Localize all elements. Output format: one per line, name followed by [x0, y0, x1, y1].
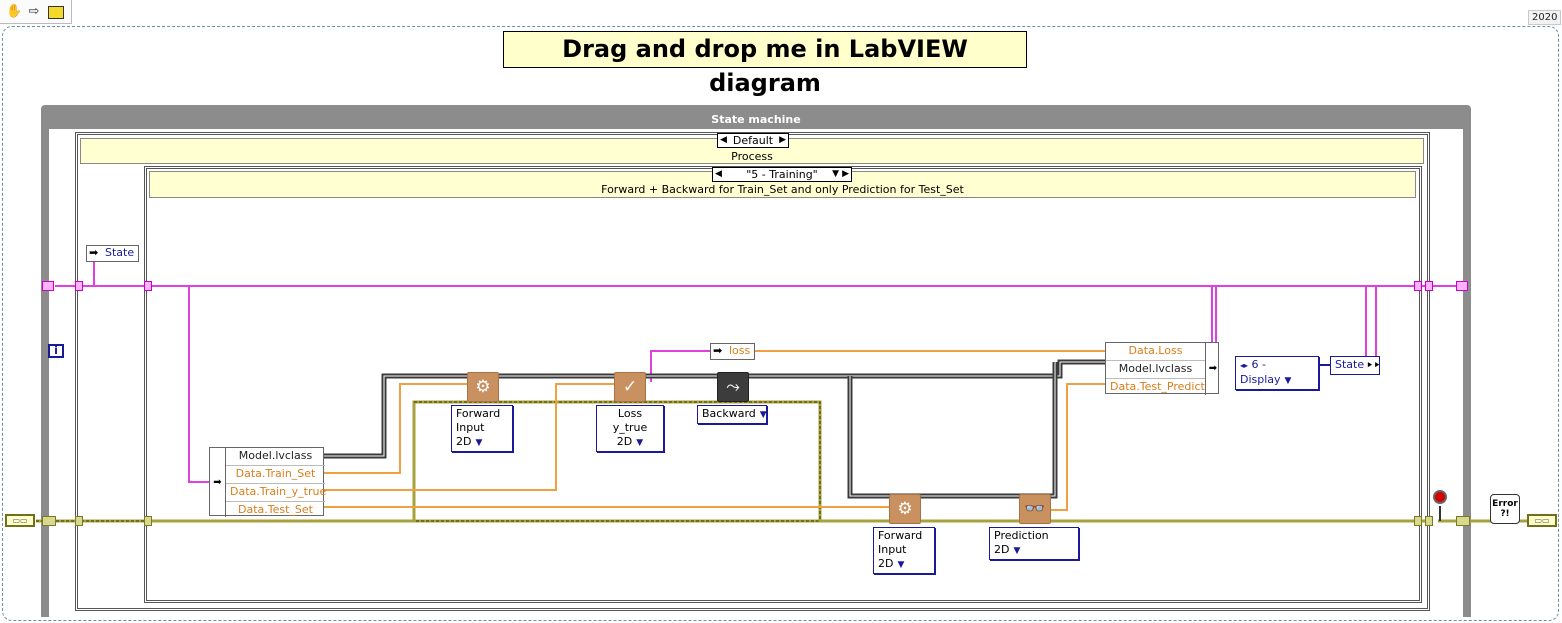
error-shift-register-left[interactable]	[42, 516, 56, 526]
iteration-terminal[interactable]: i	[48, 344, 64, 358]
error-tunnel-out-inner	[1414, 516, 1422, 526]
error-shift-register-right[interactable]	[1456, 516, 1470, 526]
next-state-enum[interactable]: ◂▸ 6 - Display▼	[1235, 356, 1319, 390]
forward-vi-icon[interactable]: ⚙	[467, 372, 499, 402]
bundle-output-arrow: ➡	[1205, 343, 1220, 395]
shift-register-left[interactable]	[42, 281, 54, 291]
unbundle-rows: Model.lvclass Data.Train_Set Data.Train_…	[226, 448, 326, 519]
state-write-label: State	[1335, 358, 1365, 371]
outer-case-selector[interactable]: ◀ Default ▶	[717, 133, 789, 148]
forward-label: Forward	[456, 407, 501, 420]
loss-ytrue-label: y_true 2D	[612, 421, 648, 448]
outer-case-label: Process	[731, 150, 773, 163]
unbundle-item[interactable]: Model.lvclass	[226, 448, 325, 466]
error-out-cluster[interactable]: ▭▭	[1527, 514, 1557, 527]
forward-test-input-2d-selector[interactable]: Forward Input 2D▼	[873, 527, 935, 574]
state-local-label: State	[105, 246, 135, 259]
forward-input-label: Input 2D	[878, 543, 907, 570]
arrow-icon[interactable]: ⇨	[28, 4, 40, 19]
loss-local-write[interactable]: ➡ loss	[710, 343, 756, 360]
next-case-icon[interactable]: ▶	[842, 169, 849, 179]
backward-selector[interactable]: Backward▼	[697, 405, 767, 424]
error-tunnel-inner	[144, 516, 152, 526]
bundle-by-name[interactable]: Data.Loss Model.lvclass Data.Test_Predic…	[1105, 342, 1220, 396]
loss-vi-icon[interactable]: ✓	[614, 372, 646, 402]
increment-icon[interactable]: ◂▸	[1240, 361, 1249, 370]
state-local-write[interactable]: State⯈⯈	[1330, 356, 1381, 375]
inner-case-selector[interactable]: ◀ "5 - Training" ▼ ▶	[712, 167, 852, 182]
snippet-frame	[2, 26, 1559, 621]
unbundle-item[interactable]: Data.Train_Set	[226, 466, 325, 484]
error-tunnel-outer	[75, 516, 83, 526]
dropdown-icon[interactable]: ▼	[832, 169, 839, 179]
shift-register-right[interactable]	[1456, 281, 1468, 291]
next-state-value: 6 - Display	[1240, 358, 1281, 386]
backward-vi-icon[interactable]: ⤳	[717, 372, 749, 402]
snippet-title: Drag and drop me in LabVIEW diagram	[503, 31, 1027, 97]
prev-case-icon[interactable]: ◀	[720, 135, 727, 145]
forward-label: Forward	[878, 529, 923, 542]
toolbar: ✋ ⇨	[0, 0, 72, 24]
enum-to-state-wire	[1319, 364, 1331, 366]
labview-icon[interactable]	[48, 6, 64, 19]
local-arrow-icon: ➡	[713, 344, 723, 357]
outer-case-selector-value: Default	[732, 134, 774, 147]
dropdown-icon: ▼	[1284, 376, 1292, 386]
unbundle-item[interactable]: Data.Test_Set	[238, 503, 313, 516]
state-tunnel-inner	[144, 281, 152, 291]
while-loop-title: State machine	[711, 113, 801, 126]
state-tunnel-out-outer	[1425, 281, 1433, 291]
forward-input-2d-selector[interactable]: Forward Input 2D▼	[451, 405, 513, 452]
stop-button-icon[interactable]	[1433, 490, 1447, 504]
unbundle-input-arrow: ➡	[210, 448, 226, 517]
error-tunnel-out-outer	[1425, 516, 1433, 526]
bundle-rows: Data.Loss Model.lvclass Data.Test_Predic…	[1106, 343, 1205, 396]
loss-local-label: loss	[729, 344, 751, 357]
unbundle-item[interactable]: Data.Train_y_true	[226, 484, 326, 502]
bundle-item[interactable]: Data.Test_Predict	[1110, 380, 1205, 393]
forward-test-vi-icon[interactable]: ⚙	[889, 494, 921, 524]
class-wire	[322, 359, 1106, 499]
dropdown-icon: ▼	[475, 438, 483, 448]
prediction-vi-icon[interactable]: 👓	[1019, 494, 1051, 524]
unbundle-by-name[interactable]: ➡ Model.lvclass Data.Train_Set Data.Trai…	[209, 447, 326, 519]
state-wire	[55, 259, 1460, 483]
bundle-item[interactable]: Model.lvclass	[1106, 361, 1205, 379]
error-in-cluster[interactable]: ▭▭	[5, 514, 35, 527]
inner-case-label: Forward + Backward for Train_Set and onl…	[601, 183, 964, 196]
forward-input-label: Input 2D	[456, 421, 485, 448]
hand-tool-icon[interactable]: ✋	[6, 4, 23, 19]
prediction-label: Prediction 2D	[994, 529, 1049, 556]
data-wire	[322, 350, 1106, 511]
prediction-2d-selector[interactable]: Prediction 2D▼	[989, 527, 1079, 560]
bundle-item[interactable]: Data.Loss	[1106, 343, 1205, 361]
dropdown-icon: ▼	[636, 438, 644, 448]
dropdown-icon: ▼	[1013, 546, 1021, 556]
state-local-read[interactable]: ➡ State	[86, 245, 140, 262]
state-tunnel-out-inner	[1414, 281, 1422, 291]
local-arrow-icon: ➡	[89, 246, 99, 259]
inner-case-selector-value: "5 - Training"	[746, 168, 818, 181]
simple-error-handler-vi[interactable]: Error ?!	[1490, 494, 1520, 524]
dropdown-icon: ▼	[897, 560, 905, 570]
next-case-icon[interactable]: ▶	[779, 135, 786, 145]
loss-y-true-2d-selector[interactable]: Loss y_true 2D▼	[596, 405, 664, 452]
loss-label: Loss	[617, 407, 643, 420]
backward-label: Backward	[702, 407, 756, 420]
stop-wire	[1439, 506, 1441, 521]
dropdown-icon: ▼	[759, 410, 767, 420]
version-label: 2020	[1528, 10, 1562, 25]
prev-case-icon[interactable]: ◀	[715, 169, 722, 179]
state-tunnel-outer	[75, 281, 83, 291]
local-arrow-icon: ⯈⯈	[1366, 361, 1381, 371]
